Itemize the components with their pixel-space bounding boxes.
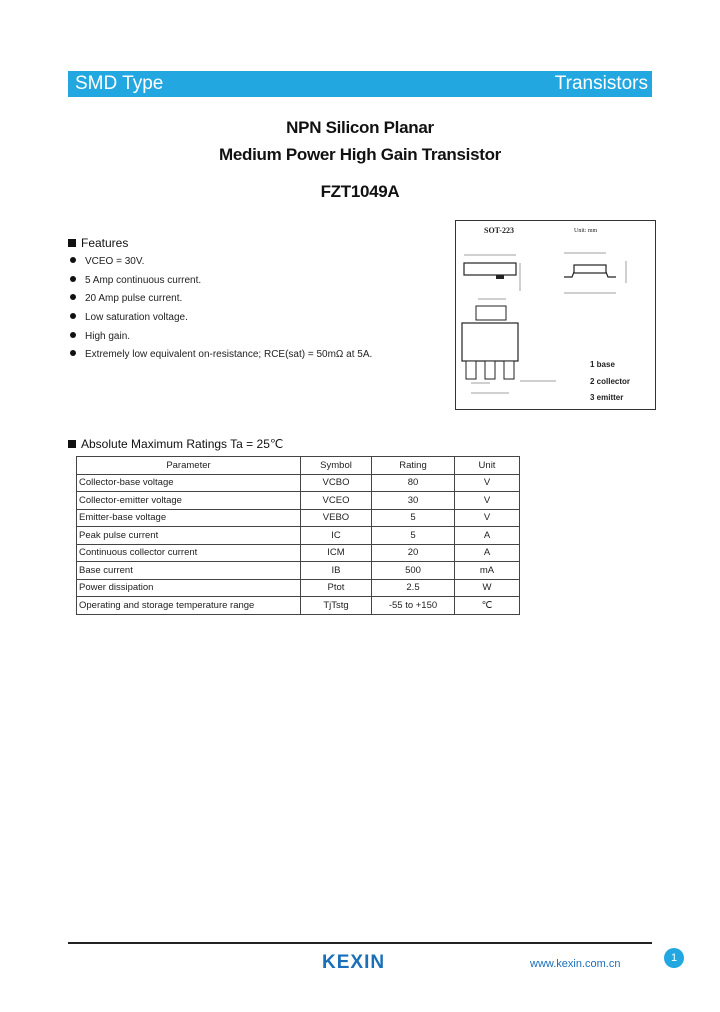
cell-rating: 30	[371, 491, 455, 510]
bullet-icon	[70, 332, 76, 338]
cell-symbol: IC	[300, 526, 372, 545]
table-row: Peak pulse current IC 5 A	[76, 526, 520, 545]
package-name: SOT-223	[484, 226, 514, 235]
feature-item: Low saturation voltage.	[70, 312, 188, 323]
bullet-icon	[70, 294, 76, 300]
header-product-type: Transistors	[554, 73, 648, 94]
cell-symbol: VEBO	[300, 508, 372, 527]
cell-symbol: ICM	[300, 543, 372, 562]
feature-item: 20 Amp pulse current.	[70, 293, 182, 304]
header-category: SMD Type	[75, 73, 164, 94]
cell-unit: V	[454, 491, 520, 510]
cell-parameter: Peak pulse current	[76, 526, 301, 545]
pin-2-label: 2 collector	[590, 377, 631, 386]
footer-divider	[68, 942, 652, 944]
ratings-table: Parameter Symbol Rating Unit Collector-b…	[76, 456, 520, 615]
cell-unit: A	[454, 543, 520, 562]
cell-symbol: IB	[300, 561, 372, 580]
cell-parameter: Power dissipation	[76, 578, 301, 597]
header-bar: SMD Type Transistors	[68, 71, 652, 97]
cell-rating: 20	[371, 543, 455, 562]
cell-symbol: Ptot	[300, 578, 372, 597]
cell-rating: 5	[371, 526, 455, 545]
cell-rating: 5	[371, 508, 455, 527]
website-link[interactable]: www.kexin.com.cn	[530, 958, 621, 970]
bullet-icon	[70, 350, 76, 356]
cell-unit: ℃	[454, 596, 520, 615]
col-unit: Unit	[454, 456, 520, 475]
cell-unit: mA	[454, 561, 520, 580]
cell-parameter: Base current	[76, 561, 301, 580]
cell-unit: V	[454, 473, 520, 492]
cell-rating: 500	[371, 561, 455, 580]
cell-parameter: Emitter-base voltage	[76, 508, 301, 527]
cell-rating: 80	[371, 473, 455, 492]
title-line-1: NPN Silicon Planar	[286, 118, 434, 137]
ratings-heading: Absolute Maximum Ratings Ta = 25℃	[68, 437, 283, 451]
feature-item: 5 Amp continuous current.	[70, 275, 201, 286]
cell-symbol: VCEO	[300, 491, 372, 510]
table-row: Collector-emitter voltage VCEO 30 V	[76, 491, 520, 510]
cell-parameter: Operating and storage temperature range	[76, 596, 301, 615]
col-parameter: Parameter	[76, 456, 301, 475]
cell-unit: A	[454, 526, 520, 545]
table-row: Base current IB 500 mA	[76, 561, 520, 580]
package-drawing: SOT-223 Unit: mm 1 base 2 collector 3 em…	[455, 220, 656, 410]
feature-item: Extremely low equivalent on-resistance; …	[70, 349, 372, 360]
cell-unit: W	[454, 578, 520, 597]
cell-parameter: Collector-emitter voltage	[76, 491, 301, 510]
part-number: FZT1049A	[320, 182, 400, 201]
cell-parameter: Collector-base voltage	[76, 473, 301, 492]
table-row: Continuous collector current ICM 20 A	[76, 543, 520, 562]
cell-symbol: TjTstg	[300, 596, 372, 615]
col-symbol: Symbol	[300, 456, 372, 475]
cell-rating: 2.5	[371, 578, 455, 597]
cell-unit: V	[454, 508, 520, 527]
table-row: Operating and storage temperature range …	[76, 596, 520, 615]
package-unit: Unit: mm	[574, 228, 598, 234]
table-row: Emitter-base voltage VEBO 5 V	[76, 508, 520, 527]
kexin-logo: KEXIN	[322, 952, 386, 973]
bullet-icon	[70, 313, 76, 319]
cell-symbol: VCBO	[300, 473, 372, 492]
pin-1-label: 1 base	[590, 360, 615, 369]
page-number-badge: 1	[664, 948, 684, 968]
bullet-icon	[70, 257, 76, 263]
table-header-row: Parameter Symbol Rating Unit	[76, 456, 520, 475]
pin-3-label: 3 emitter	[590, 393, 624, 402]
cell-rating: -55 to +150	[371, 596, 455, 615]
table-row: Collector-base voltage VCBO 80 V	[76, 473, 520, 492]
feature-item: High gain.	[70, 331, 130, 342]
square-bullet-icon	[68, 239, 76, 247]
feature-item: VCEO = 30V.	[70, 256, 144, 267]
bullet-icon	[70, 276, 76, 282]
square-bullet-icon	[68, 440, 76, 448]
cell-parameter: Continuous collector current	[76, 543, 301, 562]
col-rating: Rating	[371, 456, 455, 475]
features-heading: Features	[68, 236, 128, 250]
table-row: Power dissipation Ptot 2.5 W	[76, 578, 520, 597]
sot223-outline-drawing	[461, 252, 627, 394]
title-line-2: Medium Power High Gain Transistor	[219, 145, 501, 164]
